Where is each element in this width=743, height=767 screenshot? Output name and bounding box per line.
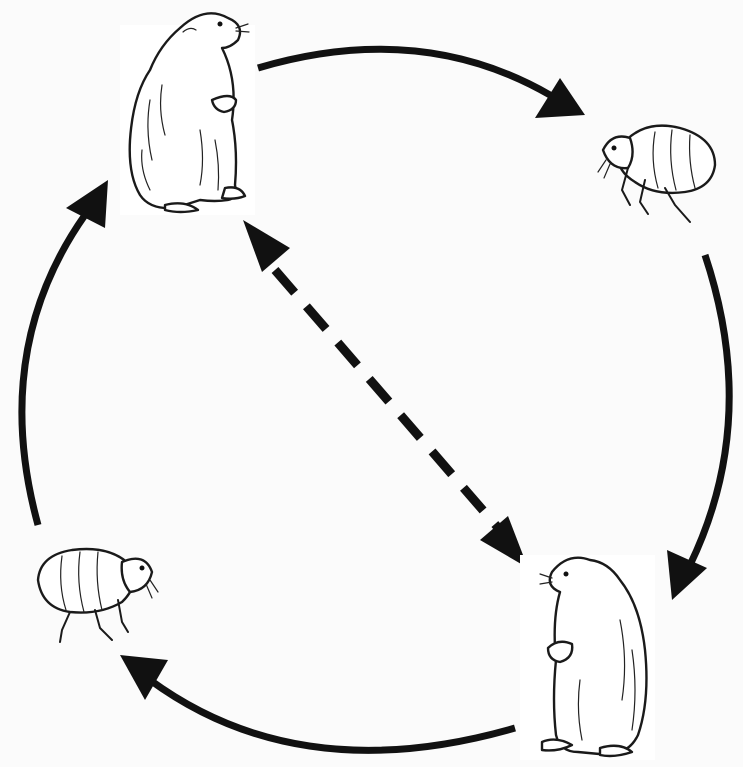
flea-icon [38,549,158,642]
arrow-flea-right-to-prairie-dog-bottom [667,255,729,600]
arrow-prairie-dog-bottom-to-flea-left [120,655,515,750]
flea-icon [598,126,715,222]
dashed-double-arrow [243,220,528,568]
arrow-flea-left-to-prairie-dog-top [22,180,108,525]
prairie-dog-top [120,13,255,215]
flea-left [38,549,158,642]
flea-right [598,126,715,222]
prairie-dog-bottom [520,555,655,760]
arrow-prairie-dog-top-to-flea-right [258,49,585,118]
